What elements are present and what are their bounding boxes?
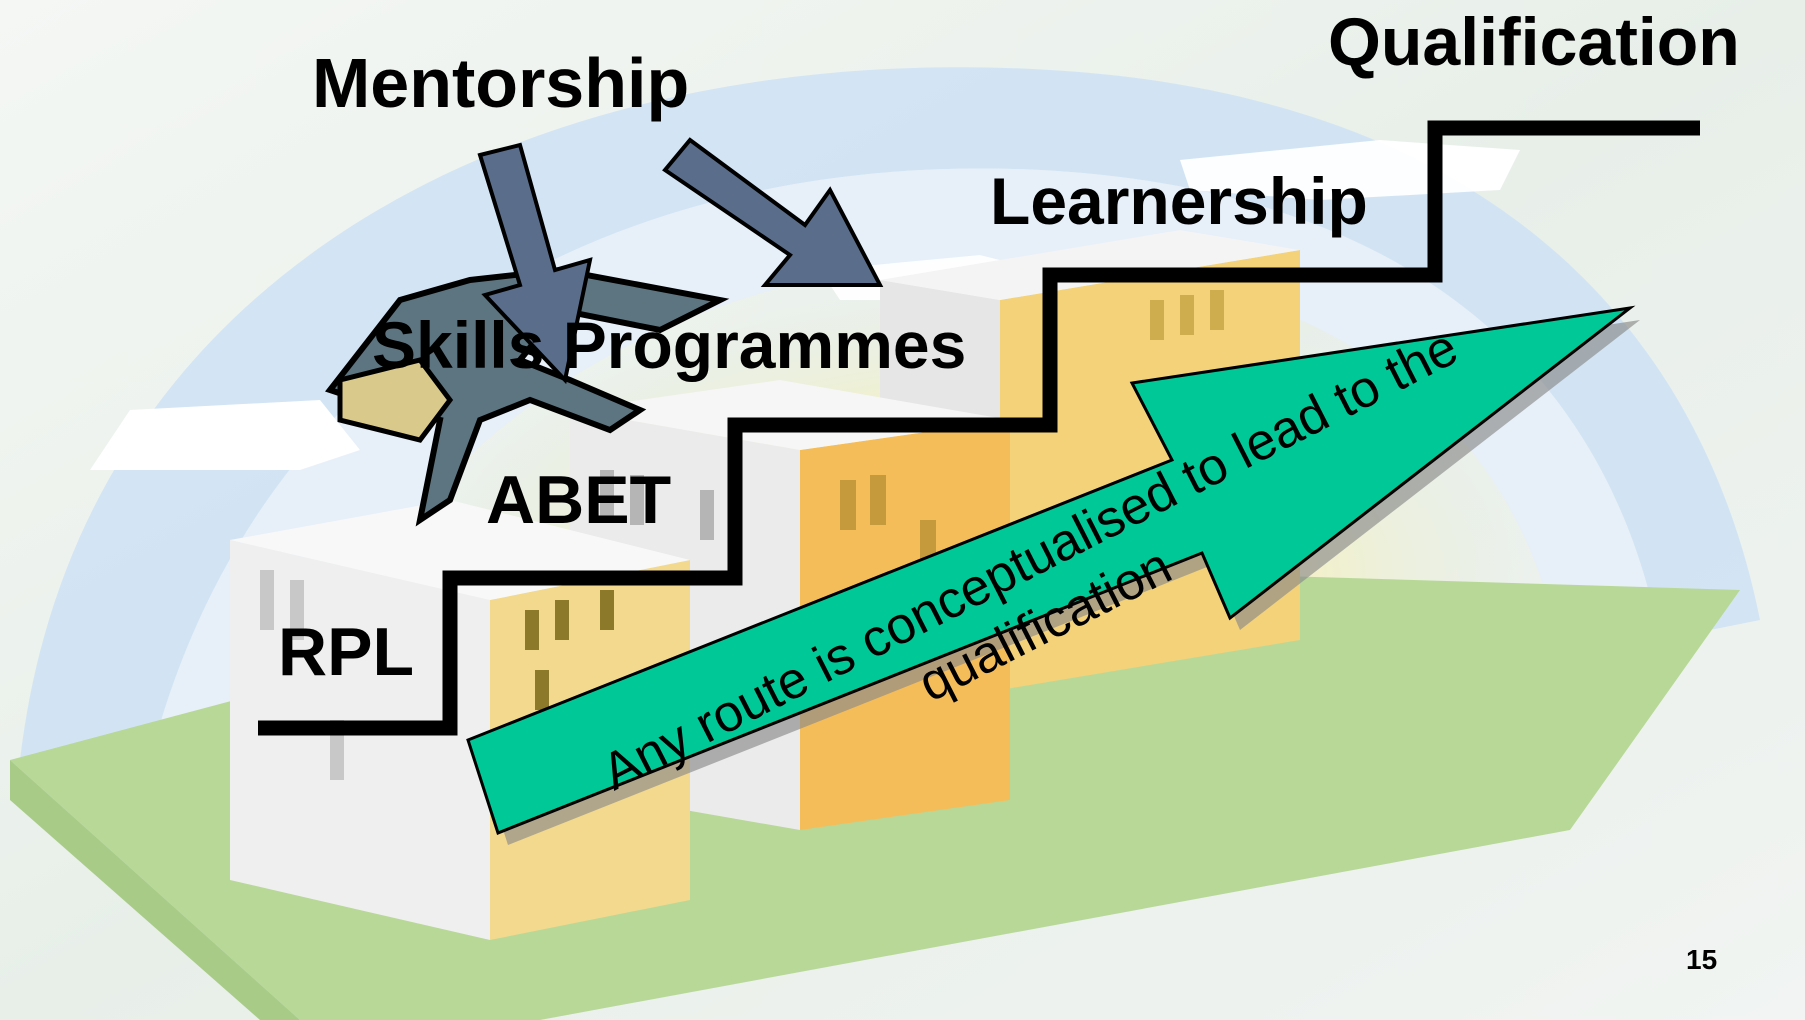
page-number: 15 <box>1686 944 1718 975</box>
label-learnership: Learnership <box>990 164 1368 238</box>
label-mentorship: Mentorship <box>312 44 690 122</box>
staircase-line <box>258 120 1700 736</box>
label-rpl: RPL <box>278 614 414 690</box>
label-skills-programmes: Skills Programmes <box>372 308 967 382</box>
mentorship-arrow-down <box>477 142 593 385</box>
route-arrow <box>466 305 1640 845</box>
label-qualification: Qualification <box>1328 4 1740 80</box>
label-abet: ABET <box>486 462 672 538</box>
mentorship-arrow-right <box>662 137 884 287</box>
